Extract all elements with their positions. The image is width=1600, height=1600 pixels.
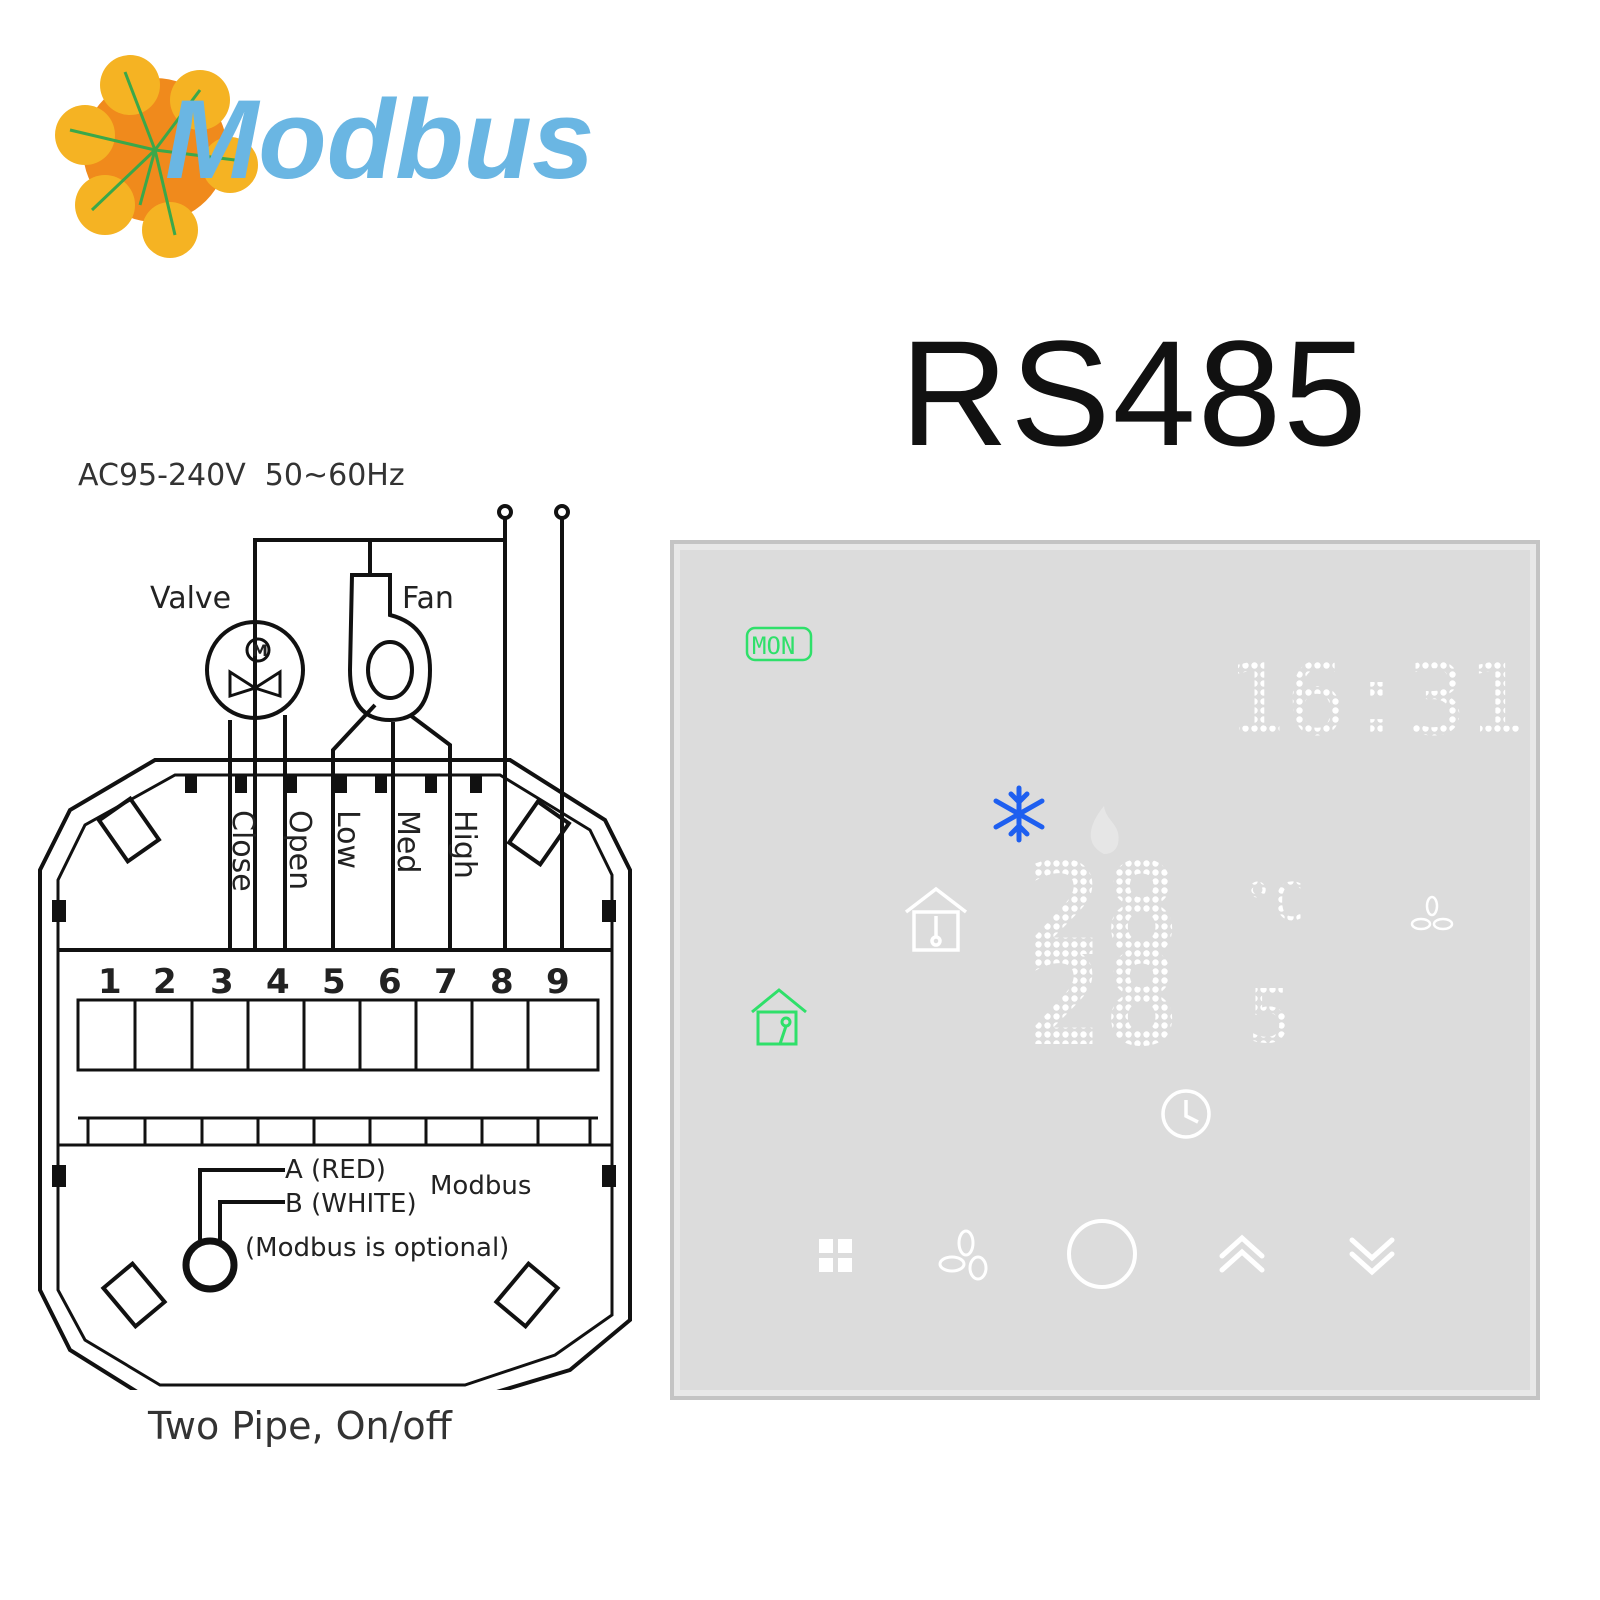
down-icon[interactable] bbox=[1349, 1237, 1395, 1276]
diagram-caption: Two Pipe, On/off bbox=[148, 1404, 452, 1448]
terminal-label-med: Med bbox=[390, 810, 425, 873]
terminal-number: 1 bbox=[98, 962, 122, 1002]
modbus-logo: Modbus bbox=[55, 55, 594, 258]
clock-display: 16:31 bbox=[1226, 641, 1527, 758]
power-icon[interactable] bbox=[1067, 1219, 1137, 1289]
terminal-label-high: High bbox=[447, 810, 482, 879]
terminal-number: 9 bbox=[546, 962, 570, 1002]
room-temperature-decimal: 5 bbox=[1248, 974, 1293, 1060]
terminal-label-close: Close bbox=[225, 810, 260, 892]
fan-symbol bbox=[347, 573, 433, 723]
wiring-diagram: Valve Fan M Close Open Low Med High 1 2 … bbox=[38, 504, 632, 1390]
terminal-label-open: Open bbox=[282, 810, 317, 890]
valve-symbol bbox=[205, 620, 305, 720]
fan-speed-icon bbox=[1410, 895, 1454, 931]
modbus-label: Modbus bbox=[430, 1171, 531, 1201]
modbus-note: (Modbus is optional) bbox=[245, 1233, 509, 1263]
fan-icon[interactable] bbox=[938, 1229, 988, 1281]
away-home-icon bbox=[751, 988, 807, 1046]
modbus-connector bbox=[182, 1237, 238, 1293]
day-indicator-frame bbox=[745, 626, 813, 662]
thermostat-panel: MON 16:31 28 °C 28 5 bbox=[670, 540, 1540, 1400]
terminal-number: 2 bbox=[153, 962, 177, 1002]
terminal-number: 8 bbox=[490, 962, 514, 1002]
logo-emblem bbox=[55, 55, 258, 258]
clock-icon[interactable] bbox=[1161, 1089, 1211, 1139]
day-indicator: MON bbox=[752, 632, 795, 660]
terminal-number: 7 bbox=[434, 962, 458, 1002]
temperature-unit: °C bbox=[1242, 873, 1305, 933]
set-temperature: 28 bbox=[1026, 836, 1180, 985]
logo-text: Modbus bbox=[165, 77, 594, 202]
modbus-a-label: A (RED) bbox=[285, 1155, 386, 1185]
terminal-number: 6 bbox=[378, 962, 402, 1002]
terminal-label-low: Low bbox=[330, 810, 365, 869]
up-icon[interactable] bbox=[1219, 1234, 1265, 1273]
motor-mark: M bbox=[252, 641, 268, 660]
valve-label: Valve bbox=[150, 581, 231, 616]
snowflake-icon bbox=[993, 785, 1045, 843]
modbus-b-label: B (WHITE) bbox=[285, 1189, 417, 1219]
home-thermometer-icon bbox=[904, 886, 968, 952]
menu-grid-icon[interactable] bbox=[819, 1239, 852, 1272]
terminal-number: 4 bbox=[266, 962, 290, 1002]
terminal-number: 5 bbox=[322, 962, 346, 1002]
fan-label: Fan bbox=[402, 581, 454, 616]
supply-voltage-label: AC95-240V 50~60Hz bbox=[78, 458, 405, 493]
interface-heading: RS485 bbox=[900, 309, 1369, 477]
flame-icon bbox=[1090, 806, 1119, 854]
terminal-number: 3 bbox=[210, 962, 234, 1002]
room-temperature: 28 bbox=[1026, 926, 1180, 1075]
